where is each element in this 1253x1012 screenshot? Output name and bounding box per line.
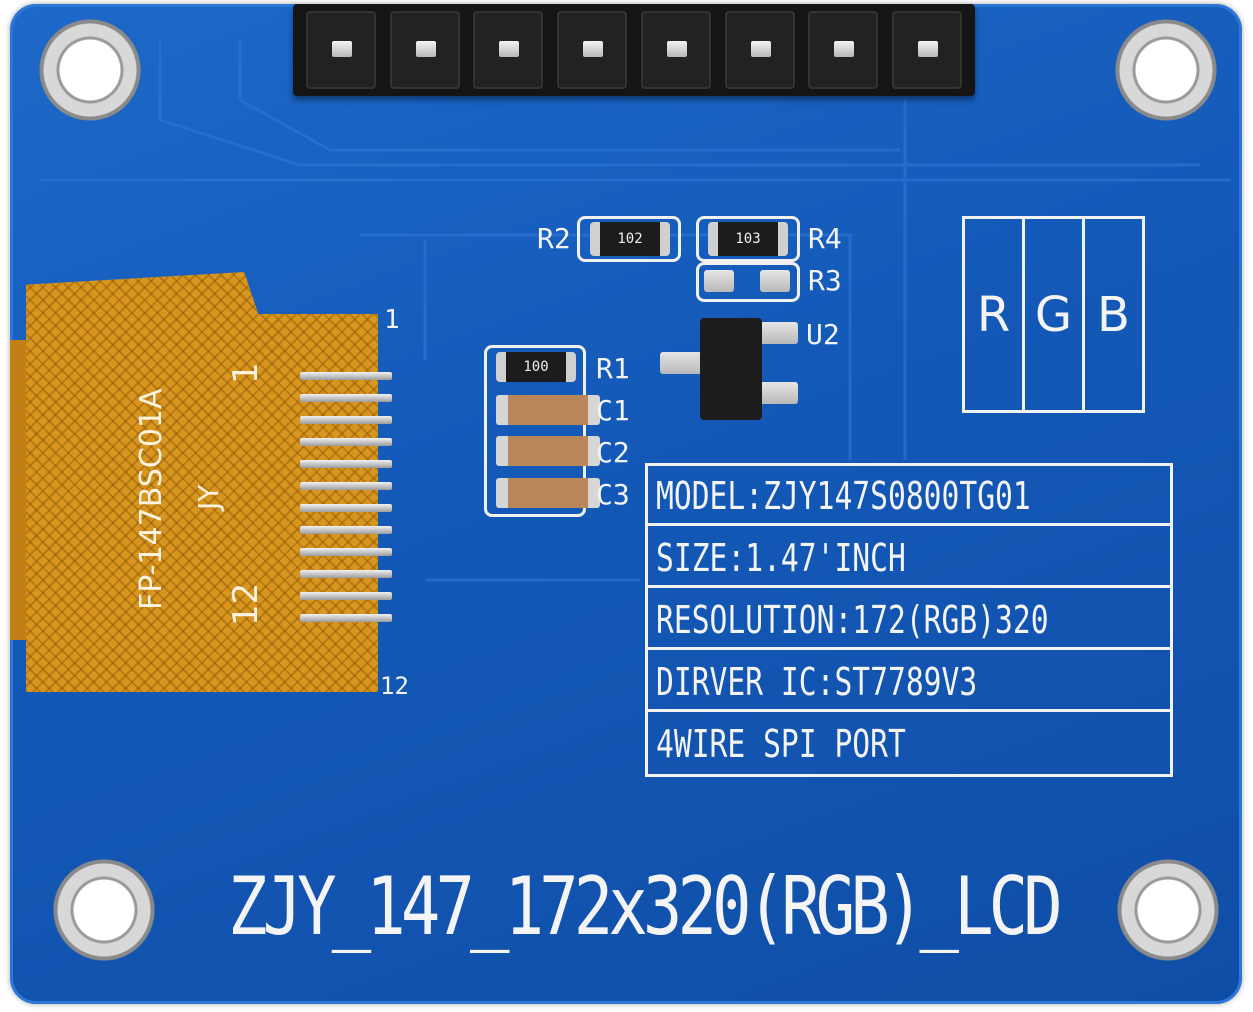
r3-footprint [696, 262, 800, 302]
mounting-hole-top-left [34, 14, 146, 126]
r1-c-footprint [484, 345, 586, 517]
flex-maker: JY [192, 484, 225, 510]
spec-table: MODEL:ZJY147S0800TG01 SIZE:1.47'INCH RES… [645, 463, 1173, 777]
spec-size: SIZE:1.47'INCH [648, 528, 1170, 588]
r2-footprint [577, 216, 681, 262]
r3-pad [760, 270, 790, 292]
capacitor-c3 [496, 478, 600, 508]
connector-finger [300, 394, 392, 402]
mounting-hole-bottom-right [1112, 854, 1224, 966]
spec-resolution: RESOLUTION:172(RGB)320 [648, 590, 1170, 650]
board-title: ZJY_147_172x320(RGB)_LCD [228, 860, 1063, 953]
connector-finger [300, 570, 392, 578]
pin-label-last: 12 [380, 672, 409, 700]
connector-finger [300, 614, 392, 622]
header-pin [557, 11, 628, 89]
header-pin [389, 11, 460, 89]
header-pin [808, 11, 879, 89]
label-r1: R1 [596, 352, 630, 385]
capacitor-c1 [496, 395, 600, 425]
rgb-label-g: G [1025, 219, 1085, 410]
label-r4: R4 [808, 222, 842, 255]
rgb-box: R G B [962, 216, 1145, 413]
connector-finger [300, 438, 392, 446]
transistor-u2 [700, 318, 762, 420]
spec-driver-text: DIRVER IC:ST7789V3 [656, 660, 978, 704]
rgb-label-r: R [965, 219, 1025, 410]
resistor-r4: 103 [708, 222, 788, 256]
header-pin [640, 11, 711, 89]
spec-resolution-text: RESOLUTION:172(RGB)320 [656, 598, 1049, 642]
connector-finger [300, 372, 392, 380]
spec-model-text: MODEL:ZJY147S0800TG01 [656, 474, 1031, 518]
mounting-hole-bottom-left [48, 854, 160, 966]
connector-finger [300, 460, 392, 468]
header-pin [724, 11, 795, 89]
mounting-hole-top-right [1110, 14, 1222, 126]
label-r2: R2 [537, 222, 571, 255]
u2-pad [660, 352, 706, 374]
label-c1: C1 [596, 394, 630, 427]
capacitor-c2 [496, 436, 600, 466]
r2-code: 102 [617, 231, 643, 247]
pin-header [293, 4, 975, 96]
header-pin [473, 11, 544, 89]
resistor-r1: 100 [496, 352, 576, 382]
r3-pad [704, 270, 734, 292]
label-u2: U2 [806, 318, 840, 351]
u2-pad [752, 382, 798, 404]
pin-label-first: 1 [384, 305, 400, 335]
u2-pad [752, 322, 798, 344]
label-c2: C2 [596, 436, 630, 469]
spec-port: 4WIRE SPI PORT [648, 714, 1170, 774]
connector-finger [300, 482, 392, 490]
resistor-r2: 102 [590, 222, 670, 256]
spec-driver: DIRVER IC:ST7789V3 [648, 652, 1170, 712]
connector-finger [300, 592, 392, 600]
r1-code: 100 [523, 359, 549, 375]
connector-finger [300, 504, 392, 512]
flex-part-number: FP-147BSC01A [134, 388, 169, 610]
spec-model: MODEL:ZJY147S0800TG01 [648, 466, 1170, 526]
r4-code: 103 [735, 231, 761, 247]
header-pin [305, 11, 376, 89]
label-r3: R3 [808, 264, 842, 297]
label-c3: C3 [596, 478, 630, 511]
connector-finger [300, 548, 392, 556]
flex-pin-last: 12 [226, 582, 266, 626]
connector-finger [300, 416, 392, 424]
spec-port-text: 4WIRE SPI PORT [656, 722, 906, 766]
connector-finger [300, 526, 392, 534]
rgb-label-b: B [1097, 286, 1130, 343]
spec-size-text: SIZE:1.47'INCH [656, 536, 906, 580]
r4-footprint [696, 216, 800, 262]
flex-pin-first: 1 [226, 362, 266, 384]
header-pin [892, 11, 963, 89]
